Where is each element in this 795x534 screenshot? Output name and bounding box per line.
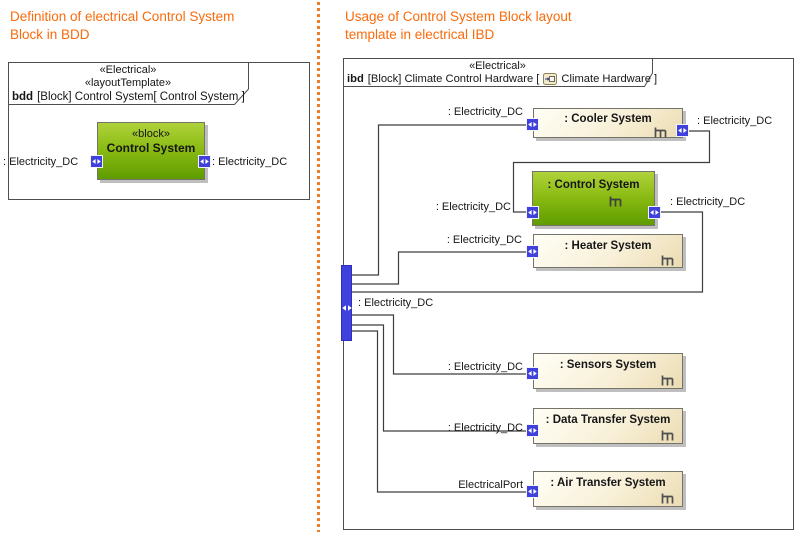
connector-control-frameport[interactable] xyxy=(352,211,704,293)
part-name: : Air Transfer System xyxy=(550,477,666,489)
bdd-left-port[interactable] xyxy=(90,155,103,168)
bidirectional-arrows-icon xyxy=(528,122,537,127)
bdd-diagram-caption[interactable]: Definition of electrical Control System … xyxy=(10,9,235,42)
port-label-data-transfer-left[interactable]: : Electricity_DC xyxy=(447,422,523,434)
bidirectional-arrows-icon xyxy=(528,371,537,376)
bidirectional-arrows-icon xyxy=(678,128,687,133)
structure-rake-icon xyxy=(661,373,674,386)
part-air-transfer-system[interactable]: : Air Transfer System xyxy=(533,471,683,507)
part-name: : Sensors System xyxy=(559,359,657,371)
part-name: : Cooler System xyxy=(564,113,652,125)
bdd-stereotype-layouttemplate: «layoutTemplate» xyxy=(84,77,172,89)
bidirectional-arrows-icon xyxy=(92,159,101,164)
port-label-control-right[interactable]: : Electricity_DC xyxy=(670,196,746,208)
structure-rake-icon xyxy=(661,491,674,504)
ibd-diagram-title-pre: [Block] Climate Control Hardware [ xyxy=(367,73,540,85)
ibd-frame-header-outline xyxy=(343,58,653,87)
bidirectional-arrows-icon xyxy=(528,210,537,215)
ibd-header-title: ibd [Block] Climate Control Hardware [ C… xyxy=(347,73,657,85)
part-control-system[interactable]: : Control System xyxy=(532,171,655,226)
bdd-header-title: bdd [Block] Control System[ Control Syst… xyxy=(12,91,245,103)
port-label-control-left[interactable]: : Electricity_DC xyxy=(435,201,511,213)
port-data-transfer-left[interactable] xyxy=(526,424,539,437)
frame-boundary-port[interactable] xyxy=(341,265,352,341)
port-label-frame-port[interactable]: : Electricity_DC xyxy=(358,297,434,309)
connector-frameport-airtransfer[interactable] xyxy=(352,330,533,493)
bdd-stereotype-electrical: «Electrical» xyxy=(99,64,157,76)
port-label-cooler-left[interactable]: : Electricity_DC xyxy=(447,106,523,118)
connector-frameport-datatransfer[interactable] xyxy=(352,324,533,432)
bidirectional-arrows-icon xyxy=(650,210,659,215)
block-stereotype: «block» xyxy=(132,128,170,140)
bdd-diagram-title: [Block] Control System[ Control System ] xyxy=(37,91,245,103)
port-label-sensors-left[interactable]: : Electricity_DC xyxy=(447,361,523,373)
connector-cooler-control[interactable] xyxy=(512,130,711,213)
port-sensors-left[interactable] xyxy=(526,367,539,380)
part-name: : Heater System xyxy=(564,240,652,252)
bdd-frame-header-outline xyxy=(8,62,249,105)
part-name: : Data Transfer System xyxy=(545,414,671,426)
part-heater-system[interactable]: : Heater System xyxy=(533,234,683,268)
port-label-bdd-right[interactable]: : Electricity_DC xyxy=(212,156,288,168)
bidirectional-arrows-icon xyxy=(528,249,537,254)
structure-rake-icon xyxy=(654,125,667,138)
port-control-right[interactable] xyxy=(648,206,661,219)
bidirectional-arrows-icon xyxy=(528,489,537,494)
part-cooler-system[interactable]: : Cooler System xyxy=(533,108,683,138)
part-data-transfer-system[interactable]: : Data Transfer System xyxy=(533,408,683,444)
ibd-diagram-caption[interactable]: Usage of Control System Block layout tem… xyxy=(345,9,572,42)
port-air-transfer-left[interactable] xyxy=(526,485,539,498)
port-label-air-transfer-left[interactable]: ElectricalPort xyxy=(458,479,523,491)
ibd-stereotype-electrical: «Electrical» xyxy=(469,60,526,72)
part-name: : Control System xyxy=(547,179,640,191)
structure-rake-icon xyxy=(661,428,674,441)
port-label-cooler-right[interactable]: : Electricity_DC xyxy=(697,115,773,127)
control-system-block-definition[interactable]: «block» Control System xyxy=(97,122,205,180)
port-label-heater-left[interactable]: : Electricity_DC xyxy=(446,234,522,246)
structure-rake-icon xyxy=(609,194,622,207)
bdd-right-port[interactable] xyxy=(198,155,211,168)
port-cooler-left[interactable] xyxy=(526,118,539,131)
port-control-left[interactable] xyxy=(526,206,539,219)
connector-frameport-cooler[interactable] xyxy=(352,124,533,276)
bidirectional-arrows-icon xyxy=(200,159,209,164)
port-label-bdd-left[interactable]: : Electricity_DC xyxy=(3,156,79,168)
port-cooler-right[interactable] xyxy=(676,124,689,137)
connector-frameport-sensors[interactable] xyxy=(352,314,533,375)
bidirectional-arrows-icon xyxy=(528,428,537,433)
part-sensors-system[interactable]: : Sensors System xyxy=(533,353,683,389)
ibd-diagram-kind: ibd xyxy=(347,73,364,85)
port-heater-left[interactable] xyxy=(526,245,539,258)
dotted-divider xyxy=(317,2,320,532)
block-name: Control System xyxy=(106,141,196,155)
bidirectional-arrows-icon xyxy=(342,298,352,316)
ibd-diagram-title-post: Climate Hardware ] xyxy=(561,73,658,85)
diagram-icon xyxy=(543,73,558,85)
structure-rake-icon xyxy=(661,253,674,266)
connector-frameport-heater[interactable] xyxy=(352,251,533,285)
bdd-diagram-kind: bdd xyxy=(12,91,34,103)
